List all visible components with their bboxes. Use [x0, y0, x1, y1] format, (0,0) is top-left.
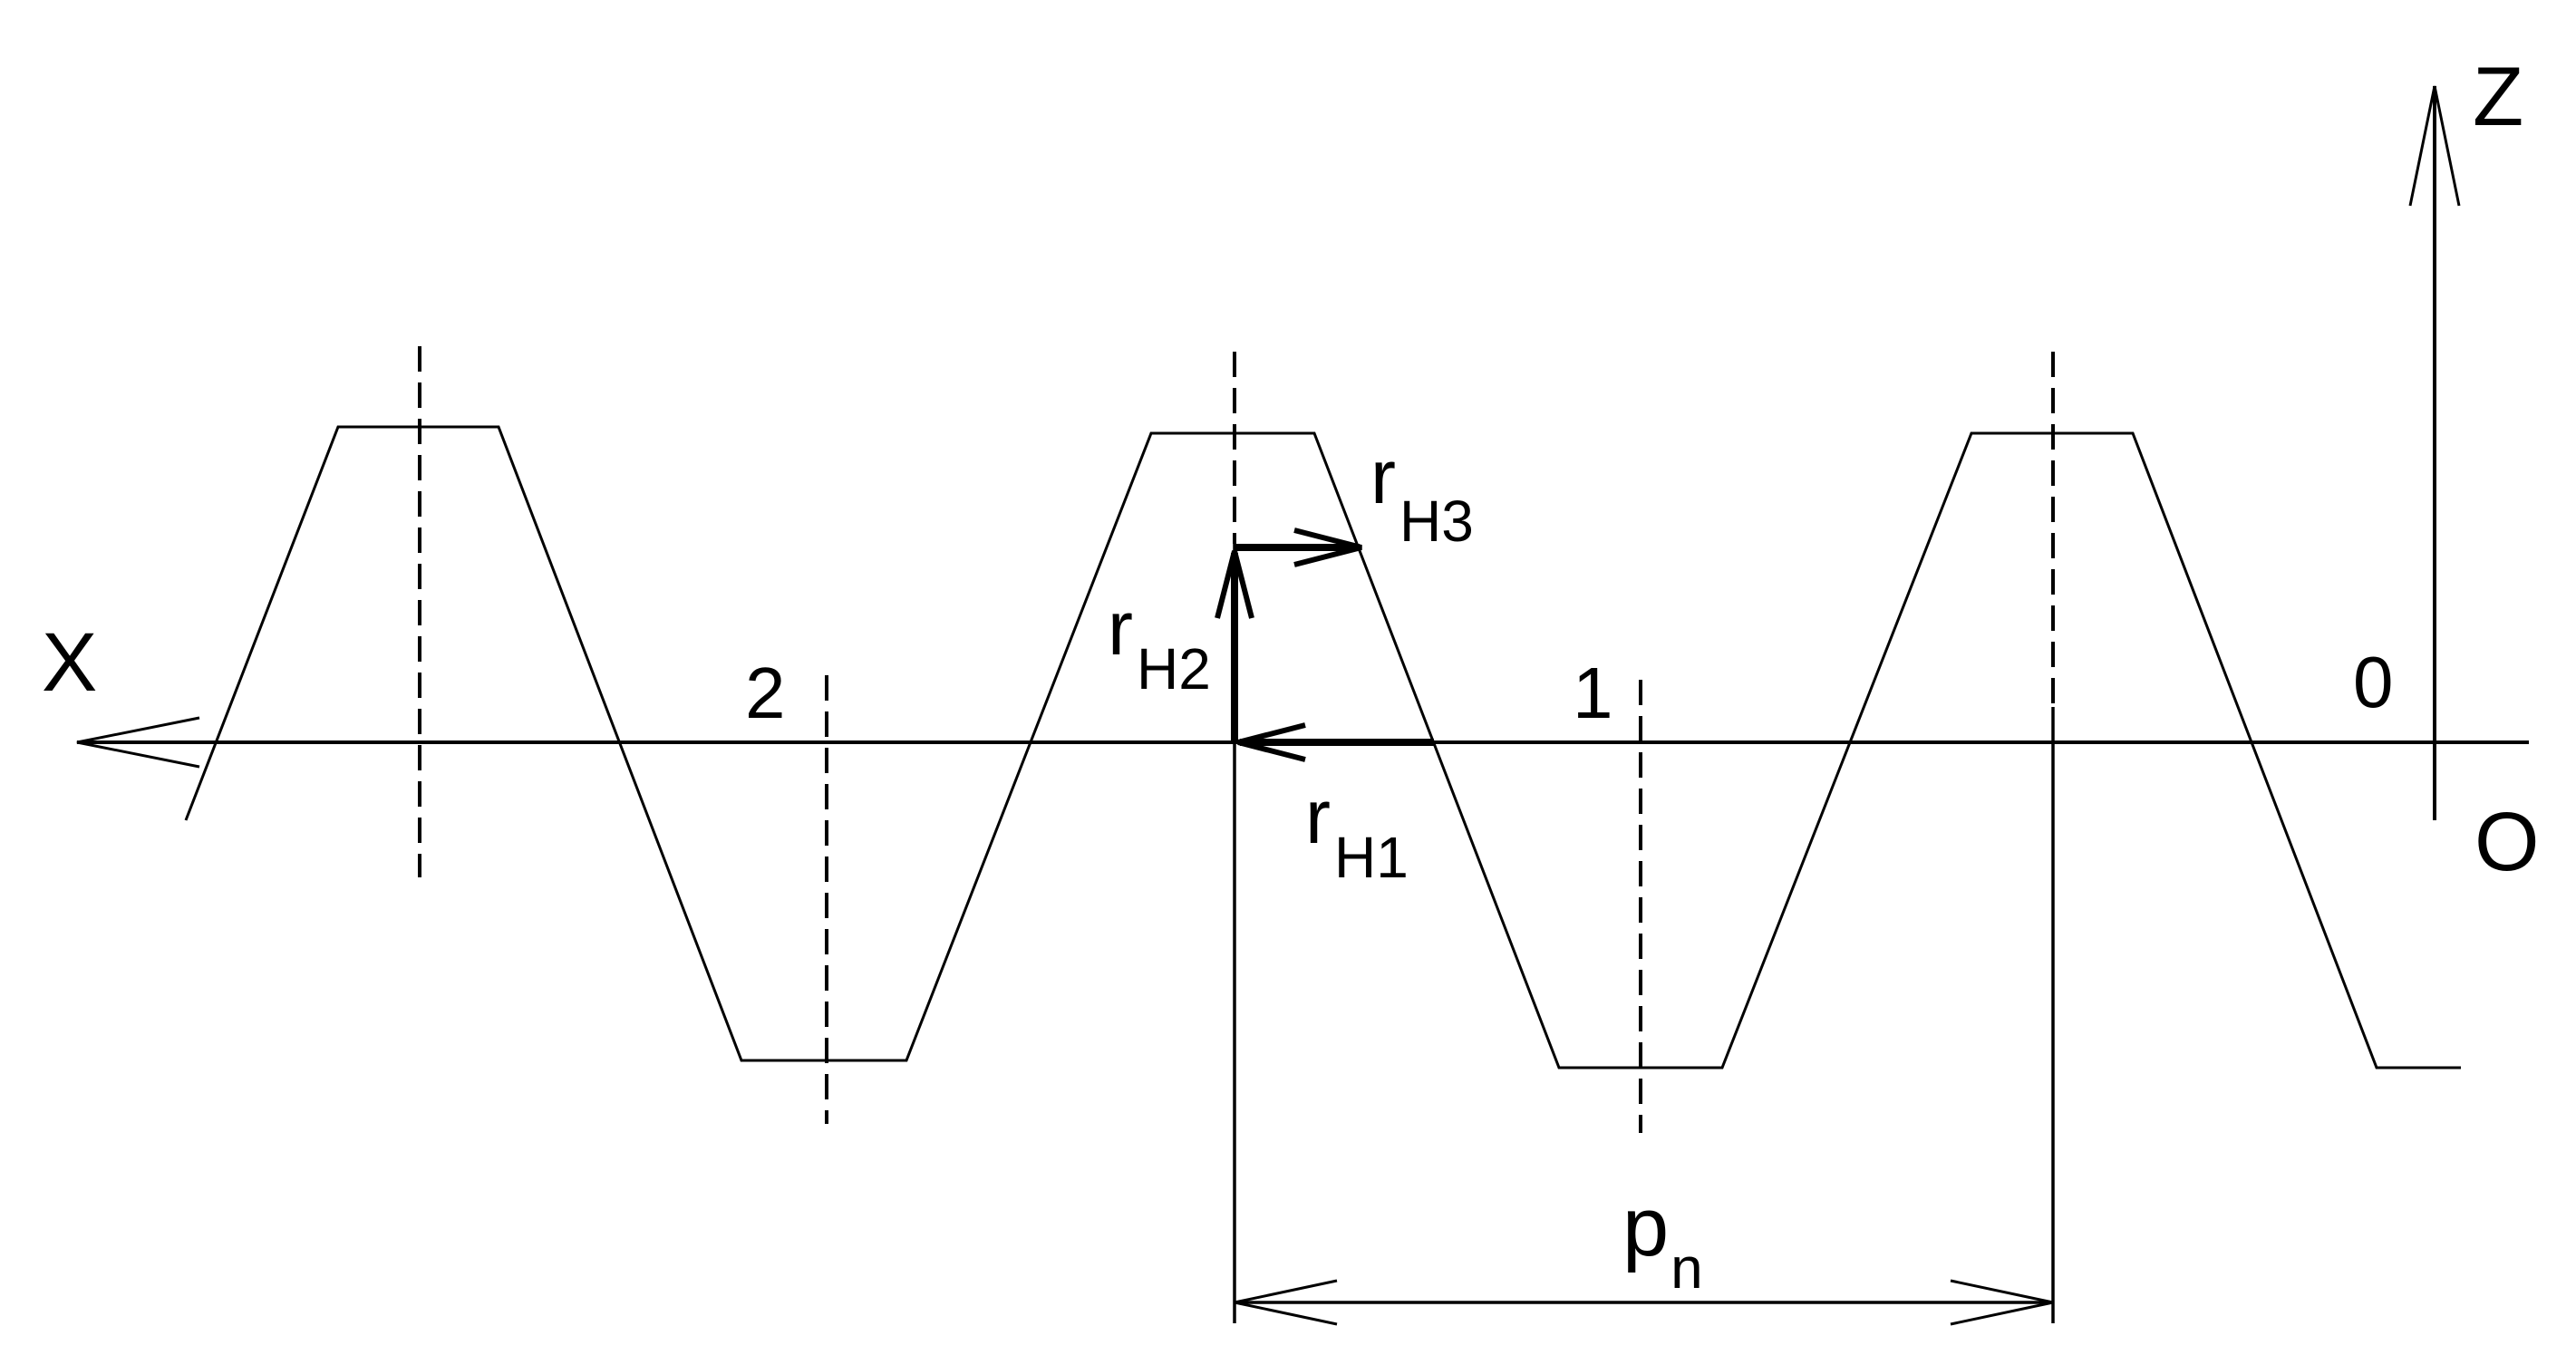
vector-r-h3-label: rH3 [1370, 434, 1474, 554]
vector-r-h2-label: rH2 [1108, 586, 1211, 702]
pitch-label: pn [1622, 1181, 1703, 1301]
z-axis-arrowhead [2408, 85, 2461, 207]
vector-r-h3-subscript: H3 [1399, 489, 1474, 554]
vector-r-h2-subscript: H2 [1137, 636, 1211, 702]
pitch-label-base: p [1622, 1181, 1669, 1273]
vector-r-h3-arrowhead [1293, 527, 1362, 567]
vector-r-h2-base: r [1108, 586, 1133, 671]
position-label-1: 1 [1573, 653, 1613, 733]
axis-x-label: X [42, 616, 97, 709]
position-label-0: 0 [2353, 642, 2394, 722]
origin-label: O [2474, 796, 2540, 888]
thread-profile [184, 425, 2461, 1069]
axis-z-label: Z [2473, 51, 2523, 143]
pitch-label-subscript: n [1671, 1235, 1703, 1301]
vector-r-h1-base: r [1305, 774, 1331, 859]
position-label-2: 2 [745, 653, 786, 733]
x-axis-arrowhead [76, 716, 200, 769]
pitch-arrow-right [1950, 1279, 2054, 1326]
pitch-arrow-left [1234, 1279, 1338, 1326]
vector-r-h1-subscript: H1 [1334, 825, 1409, 890]
vector-r-h1-label: rH1 [1305, 774, 1409, 890]
vector-r-h3-base: r [1370, 434, 1396, 519]
